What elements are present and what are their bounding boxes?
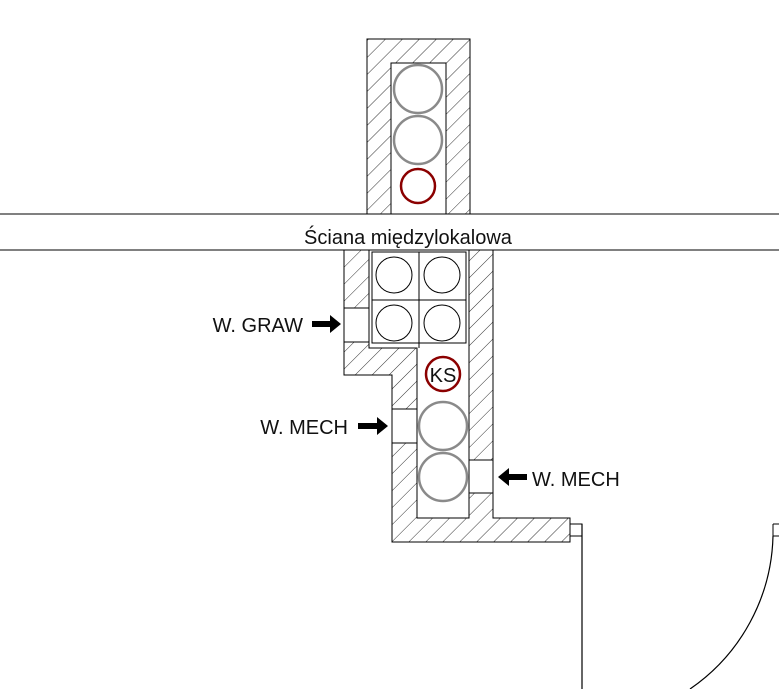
wall-label: Ściana międzylokalowa bbox=[304, 225, 513, 249]
arrow-right-icon bbox=[312, 315, 341, 333]
duct-gray-1 bbox=[392, 63, 444, 115]
opening-mech-left bbox=[391, 408, 418, 444]
gravity-duct-3 bbox=[375, 304, 413, 342]
gravity-duct-4 bbox=[423, 304, 461, 342]
duct-red bbox=[399, 167, 437, 205]
door bbox=[569, 523, 779, 689]
opening-mech-right bbox=[468, 459, 494, 494]
label-w-mech-right: W. MECH bbox=[532, 469, 620, 491]
ks-duct bbox=[424, 355, 462, 393]
door-swing-arc bbox=[689, 535, 774, 689]
arrow-left-icon bbox=[498, 468, 527, 486]
duct-gray-2 bbox=[392, 114, 444, 166]
label-w-graw: W. GRAW bbox=[213, 315, 303, 337]
mech-duct-2 bbox=[417, 451, 469, 503]
lower-shaft: KS bbox=[343, 249, 571, 543]
mech-duct-1 bbox=[417, 400, 469, 452]
opening-graw bbox=[343, 307, 370, 343]
gravity-duct-1 bbox=[375, 256, 413, 294]
annotations: W. GRAW W. MECH W. MECH bbox=[213, 315, 620, 491]
party-wall: Ściana międzylokalowa bbox=[0, 213, 779, 251]
label-w-mech-left: W. MECH bbox=[260, 417, 348, 439]
arrow-right-icon bbox=[358, 417, 388, 435]
upper-shaft bbox=[366, 38, 471, 215]
ks-label: KS bbox=[430, 365, 457, 387]
gravity-duct-2 bbox=[423, 256, 461, 294]
